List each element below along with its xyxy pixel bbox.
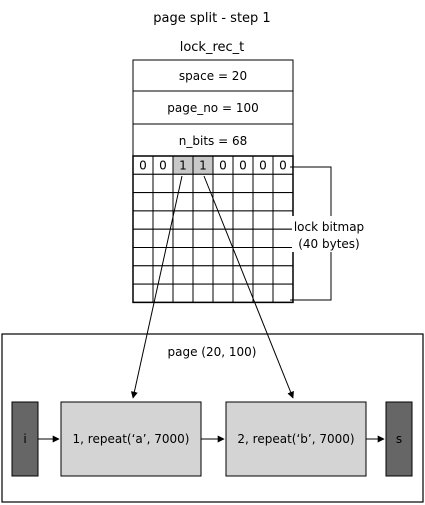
bitmap-label-bg (292, 216, 366, 252)
bitmap-label-line2: (40 bytes) (298, 237, 360, 251)
arrow-bit-3-to-record-2 (203, 175, 294, 399)
bit-value: 0 (159, 159, 167, 173)
bitmap-cell (212, 265, 234, 285)
supremum-label: s (396, 432, 402, 446)
bitmap-cell (172, 247, 194, 267)
bitmap-cell (272, 265, 294, 285)
bitmap-cell (152, 173, 174, 194)
bitmap-cell (152, 265, 174, 285)
infimum-label: i (23, 432, 26, 446)
struct-fields: space = 20 page_no = 100 n_bits = 68 (132, 59, 294, 157)
bitmap-cell (252, 192, 274, 212)
page-label: page (20, 100) (168, 345, 257, 359)
bitmap-cell (272, 192, 294, 212)
bitmap-cell (232, 173, 254, 194)
field-space: space = 20 (179, 69, 247, 83)
bitmap-cell (172, 228, 194, 248)
bitmap-cell (252, 283, 274, 303)
field-n-bits-box (132, 123, 294, 157)
bitmap-cell (252, 265, 274, 285)
bitmap-cell (132, 210, 154, 230)
bit-value: 0 (279, 159, 287, 173)
record-1-label: 1, repeat(‘a’, 7000) (73, 432, 190, 446)
bitmap-cell (132, 283, 154, 303)
bitmap-cell (212, 173, 234, 194)
bitmap-cell (212, 228, 234, 248)
record-1 (60, 401, 202, 477)
bitmap-cell (232, 265, 254, 285)
bitmap-cell (212, 247, 234, 267)
bitmap-cell (132, 228, 154, 248)
bitmap-cell (272, 173, 294, 194)
field-space-box (132, 59, 294, 92)
bitmap-cell (192, 210, 214, 230)
bitmap-label-line1: lock bitmap (294, 220, 364, 234)
bitmap-cell (252, 210, 274, 230)
bitmap-cell (172, 173, 194, 194)
bitmap-cell (252, 247, 274, 267)
bitmap-cell (272, 210, 294, 230)
bit-value: 1 (179, 159, 187, 173)
bit-value: 1 (199, 159, 207, 173)
bitmap-cell (132, 265, 154, 285)
diagram-title: page split - step 1 (153, 11, 270, 26)
bit-value: 0 (239, 159, 247, 173)
bitmap-cell (252, 173, 274, 194)
bitmap-cell (232, 210, 254, 230)
bit-value: 0 (259, 159, 267, 173)
record-2-label: 2, repeat(‘b’, 7000) (237, 432, 354, 446)
bitmap-cell (212, 210, 234, 230)
struct-name: lock_rec_t (180, 40, 245, 55)
bitmap-cell (172, 265, 194, 285)
field-page-no: page_no = 100 (167, 101, 259, 115)
page-container (1, 333, 424, 503)
bitmap-cell (232, 283, 254, 303)
bit-value: 0 (139, 159, 147, 173)
bitmap-cell (192, 247, 214, 267)
field-n-bits: n_bits = 68 (179, 134, 247, 148)
bitmap-cell (172, 210, 194, 230)
supremum-record (385, 401, 413, 477)
bitmap-cell (152, 192, 174, 212)
field-page-no-box (132, 90, 294, 125)
bitmap-cell (232, 228, 254, 248)
bitmap-cell (192, 228, 214, 248)
bitmap-cell (172, 283, 194, 303)
bitmap-cell (252, 228, 274, 248)
bitmap-cell (132, 173, 154, 194)
bit-value: 0 (219, 159, 227, 173)
bitmap-cell (272, 247, 294, 267)
bitmap-cell (132, 247, 154, 267)
bitmap-cell (192, 265, 214, 285)
bitmap-cell (192, 283, 214, 303)
bitmap-cell (232, 192, 254, 212)
bitmap-cell (132, 192, 154, 212)
bitmap-cell (212, 192, 234, 212)
arrow-bit-2-to-record-1 (130, 175, 183, 399)
bitmap-cell (192, 192, 214, 212)
bitmap-cell (212, 283, 234, 303)
bitmap-cell (152, 210, 174, 230)
bitmap-cell (272, 228, 294, 248)
